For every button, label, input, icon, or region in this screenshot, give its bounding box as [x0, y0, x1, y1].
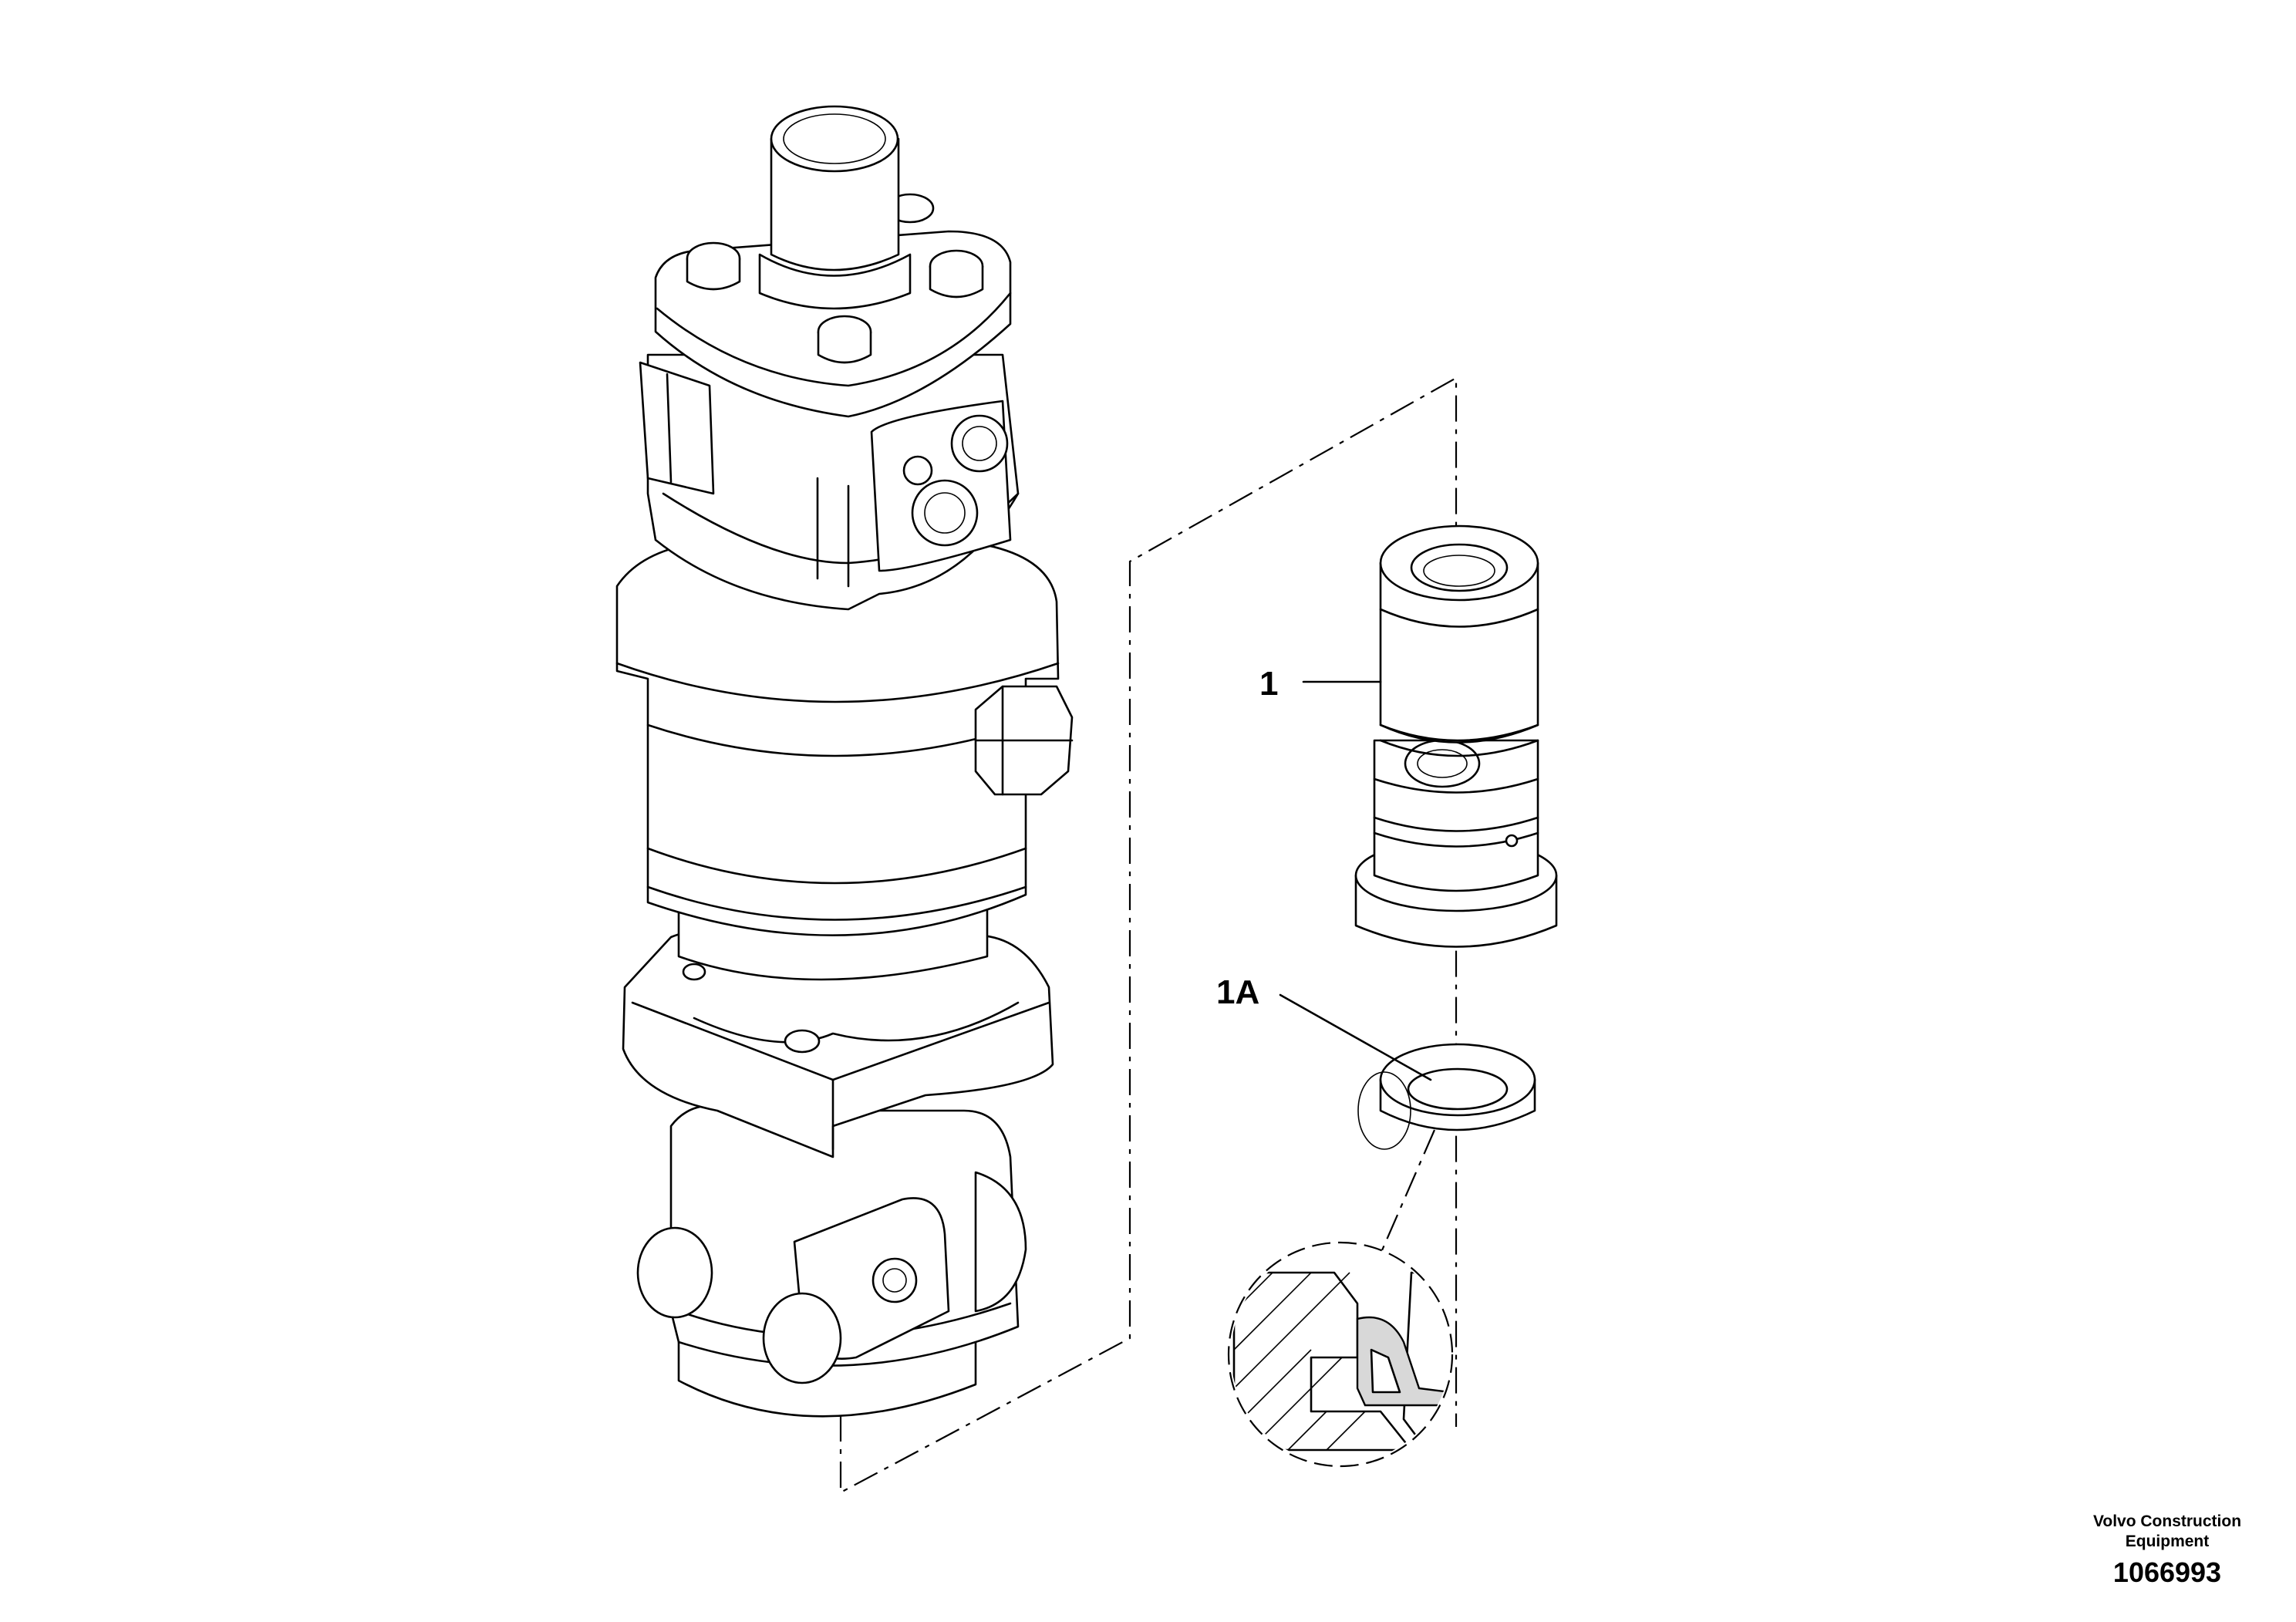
cam-pin: [784, 1029, 821, 1054]
side-port-bolt: [872, 1257, 918, 1303]
part-1-cartridge: [1354, 524, 1558, 948]
manufacturer-name-line2: Equipment: [2125, 1533, 2210, 1550]
drawing-number: 1066993: [2112, 1556, 2222, 1588]
flange-screws: [686, 193, 984, 364]
callout-label-1a: 1A: [1216, 973, 1260, 1011]
callout-label-1: 1: [1259, 665, 1279, 703]
port-upper: [950, 414, 1009, 473]
manufacturer-name: Volvo Construction: [2092, 1512, 2242, 1530]
part-1a-seal-ring: [1357, 1043, 1536, 1150]
leader-line-1a: [1279, 993, 1432, 1081]
left-side-plug: [636, 1226, 713, 1319]
stem-top-cap: [770, 105, 899, 173]
left-housing-tab: [639, 361, 715, 495]
cartridge-side-hole: [1404, 739, 1481, 788]
drawing-title-block: Volvo Construction Equipment 1066993: [2052, 1512, 2283, 1589]
port-small-screw: [902, 455, 933, 486]
front-plug: [762, 1292, 842, 1384]
valve-assembly: [615, 105, 1074, 1418]
port-lower: [911, 479, 979, 547]
seal-detail-view: [1227, 1241, 1454, 1468]
valve-top-stem: [770, 137, 900, 271]
